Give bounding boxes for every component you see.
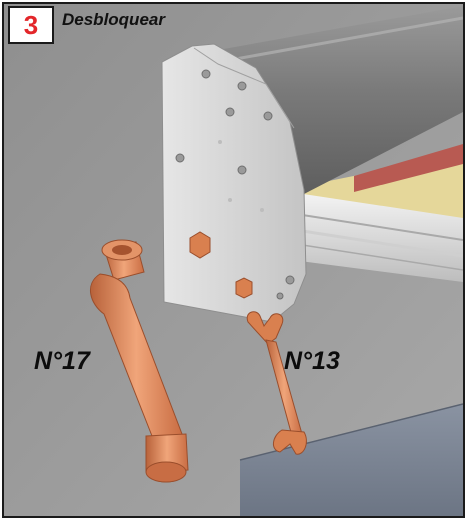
step-number-badge: 3 bbox=[8, 6, 54, 44]
open-wrench-13 bbox=[246, 311, 307, 455]
lower-panel bbox=[240, 404, 463, 516]
socket-wrench-size-label: N°17 bbox=[34, 347, 90, 375]
bracket-screws bbox=[175, 69, 295, 300]
front-rail bbox=[290, 192, 463, 282]
awning-illustration bbox=[4, 4, 463, 516]
hex-bolt-13 bbox=[235, 277, 253, 299]
step-title: Desbloquear bbox=[62, 10, 165, 29]
socket-wrench-17 bbox=[90, 239, 189, 483]
open-wrench-size-label: N°13 bbox=[284, 347, 340, 375]
hex-bolt-17 bbox=[189, 231, 211, 259]
